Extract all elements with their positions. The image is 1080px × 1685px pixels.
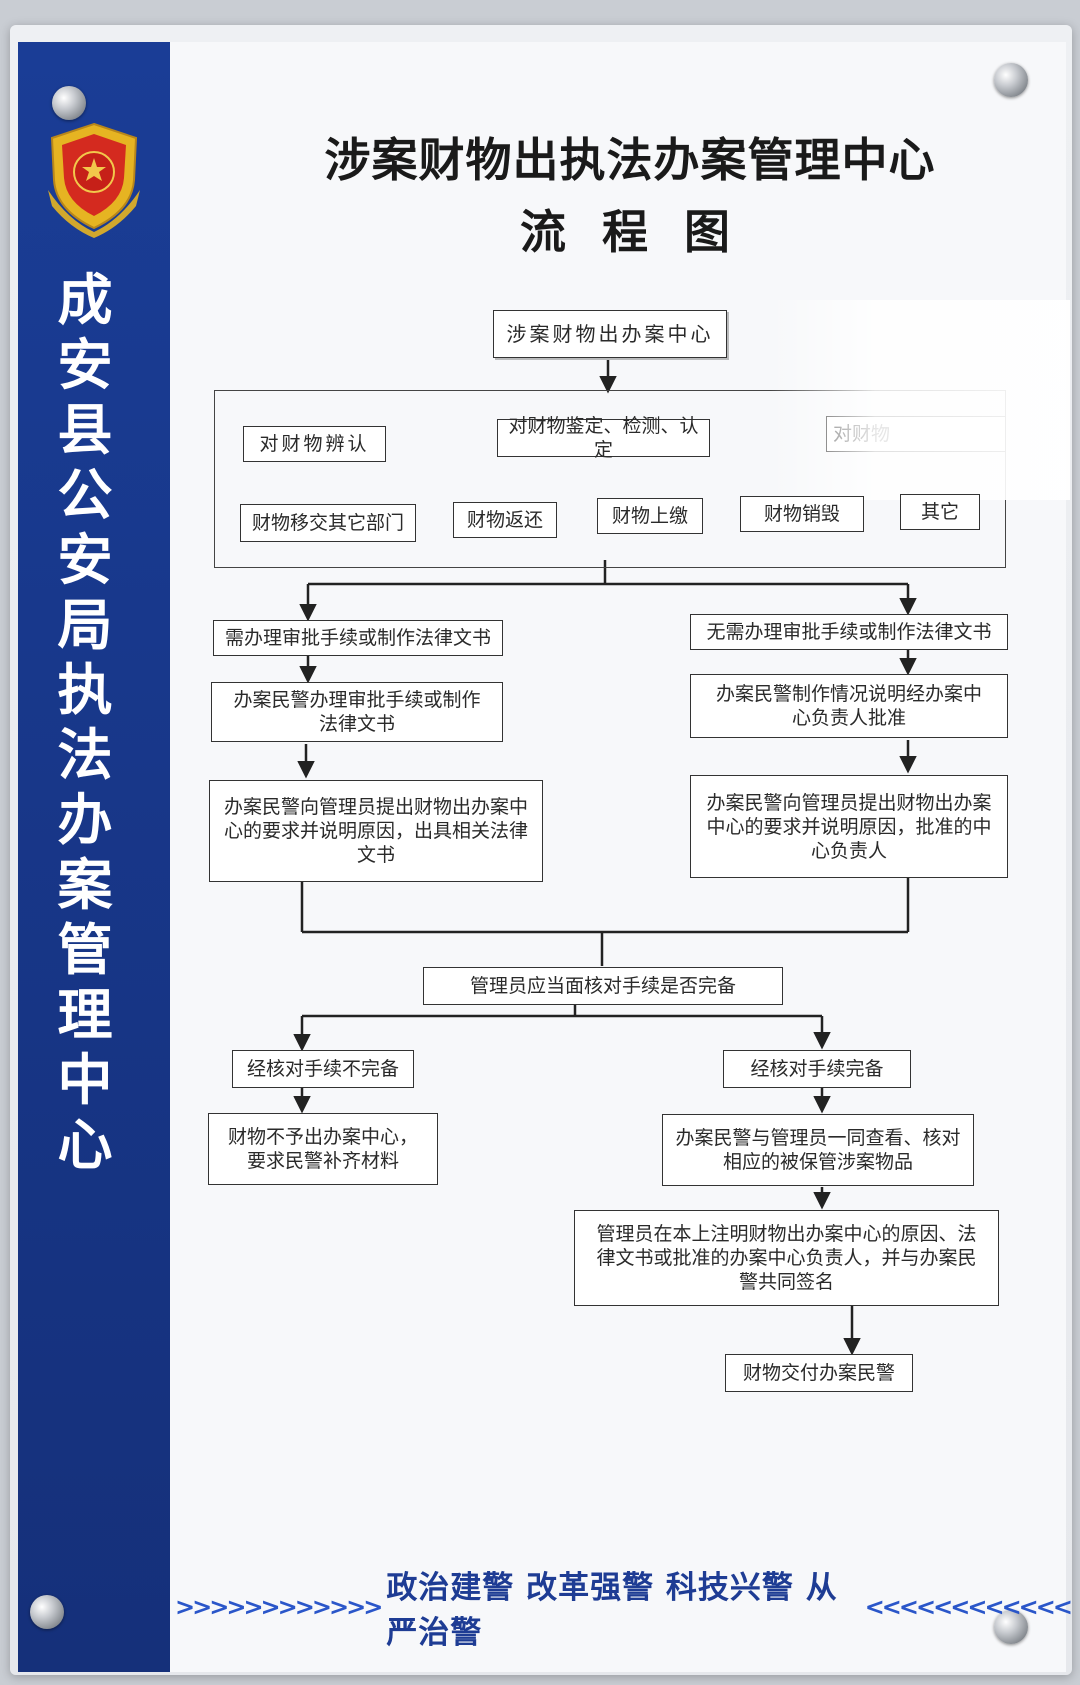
incomplete-box: 经核对手续不完备 bbox=[232, 1050, 414, 1088]
vertical-title-char: 局 bbox=[57, 593, 113, 657]
vertical-title-char: 公 bbox=[57, 463, 113, 527]
vertical-title-char: 案 bbox=[57, 853, 113, 917]
vertical-title-char: 理 bbox=[57, 983, 113, 1047]
action-destroy-box: 财物销毁 bbox=[740, 496, 864, 532]
vertical-title-char: 心 bbox=[57, 1113, 113, 1177]
vertical-title-char: 执 bbox=[57, 658, 113, 722]
vertical-title-char: 办 bbox=[57, 788, 113, 852]
sidebar bbox=[18, 42, 170, 1672]
deny-box: 财物不予出办案中心，要求民警补齐材料 bbox=[208, 1113, 438, 1185]
slogan-left-chevrons: >>>>>>>>>>>> bbox=[175, 1593, 383, 1621]
vertical-title-char: 县 bbox=[57, 398, 113, 462]
deliver-box: 财物交付办案民警 bbox=[725, 1354, 913, 1392]
flow-start-box: 涉案财物出办案中心 bbox=[493, 310, 727, 358]
action-appraise-box: 对财物鉴定、检测、认定 bbox=[497, 415, 710, 461]
inspect-box: 办案民警与管理员一同查看、核对相应的被保管涉案物品 bbox=[662, 1114, 974, 1186]
explain-approval-box: 办案民警制作情况说明经办案中心负责人批准 bbox=[690, 674, 1008, 738]
no-approval-box: 无需办理审批手续或制作法律文书 bbox=[690, 614, 1008, 650]
record-box: 管理员在本上注明财物出办案中心的原因、法律文书或批准的办案中心负责人，并与办案民… bbox=[574, 1210, 999, 1306]
action-identify-box: 对财物辨认 bbox=[243, 426, 386, 462]
vertical-title-char: 成 bbox=[57, 268, 113, 332]
vertical-title-char: 法 bbox=[57, 723, 113, 787]
vertical-title-char: 安 bbox=[57, 528, 113, 592]
slogan-banner: >>>>>>>>>>>> 政治建警 改革强警 科技兴警 从严治警 <<<<<<<… bbox=[175, 1570, 1073, 1651]
screw-icon bbox=[994, 1610, 1028, 1644]
screw-icon bbox=[30, 1595, 64, 1629]
action-return-box: 财物返还 bbox=[453, 502, 557, 538]
screw-icon bbox=[52, 86, 86, 120]
action-other-box: 其它 bbox=[900, 494, 980, 530]
check-procedure-box: 管理员应当面核对手续是否完备 bbox=[423, 967, 783, 1005]
left-request-box: 办案民警向管理员提出财物出办案中心的要求并说明原因，出具相关法律文书 bbox=[209, 780, 543, 882]
slogan-text: 政治建警 改革强警 科技兴警 从严治警 bbox=[386, 1570, 838, 1651]
slogan-right-chevrons: <<<<<<<<<<<< bbox=[864, 1593, 1073, 1621]
vertical-title-char: 中 bbox=[57, 1048, 113, 1112]
police-emblem-icon bbox=[48, 122, 140, 238]
action-partial-box: 对财物 bbox=[826, 416, 1006, 452]
vertical-title: 成 安 县 公 安 局 执 法 办 案 管 理 中 心 bbox=[45, 268, 125, 1178]
vertical-title-char: 安 bbox=[57, 333, 113, 397]
screw-icon bbox=[994, 63, 1028, 97]
action-turn-in-box: 财物上缴 bbox=[597, 498, 703, 534]
page-title: 涉案财物出执法办案管理中心 流 程 图 bbox=[210, 130, 1050, 262]
right-request-box: 办案民警向管理员提出财物出办案中心的要求并说明原因，批准的中心负责人 bbox=[690, 775, 1008, 878]
complete-box: 经核对手续完备 bbox=[723, 1050, 911, 1088]
title-line-1: 涉案财物出执法办案管理中心 bbox=[324, 133, 936, 187]
title-line-2: 流 程 图 bbox=[519, 205, 741, 259]
vertical-title-char: 管 bbox=[57, 918, 113, 982]
need-approval-box: 需办理审批手续或制作法律文书 bbox=[213, 620, 503, 656]
action-transfer-box: 财物移交其它部门 bbox=[240, 504, 416, 542]
handle-approval-box: 办案民警办理审批手续或制作法律文书 bbox=[211, 682, 503, 742]
